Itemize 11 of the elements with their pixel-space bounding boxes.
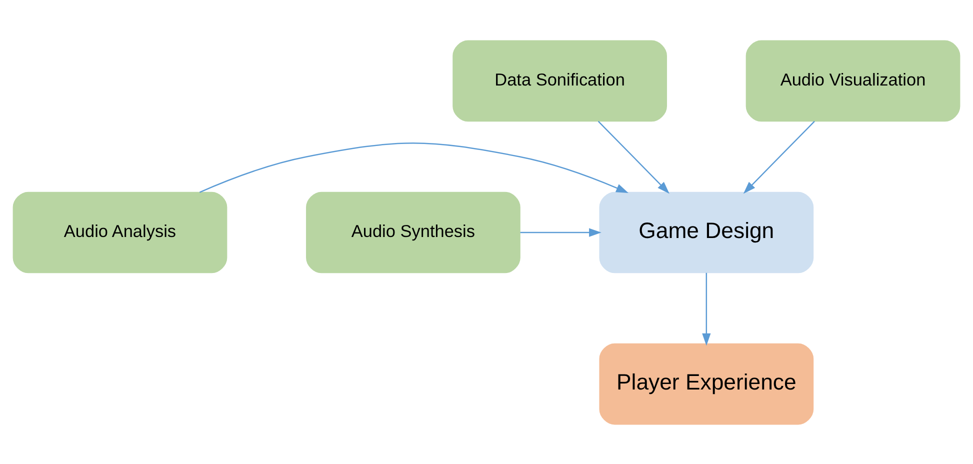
node-box: Game Design xyxy=(599,191,814,273)
arrow xyxy=(520,228,602,236)
arrow xyxy=(598,120,670,194)
arrow xyxy=(199,142,628,192)
node-box: Audio Visualization xyxy=(746,40,960,122)
node-box: Audio Synthesis xyxy=(306,191,520,273)
node-box: Data Sonification xyxy=(452,40,667,122)
arrow xyxy=(702,272,711,346)
arrow xyxy=(743,120,815,194)
node-box: Audio Analysis xyxy=(12,191,228,273)
node-box: Player Experience xyxy=(599,342,814,424)
